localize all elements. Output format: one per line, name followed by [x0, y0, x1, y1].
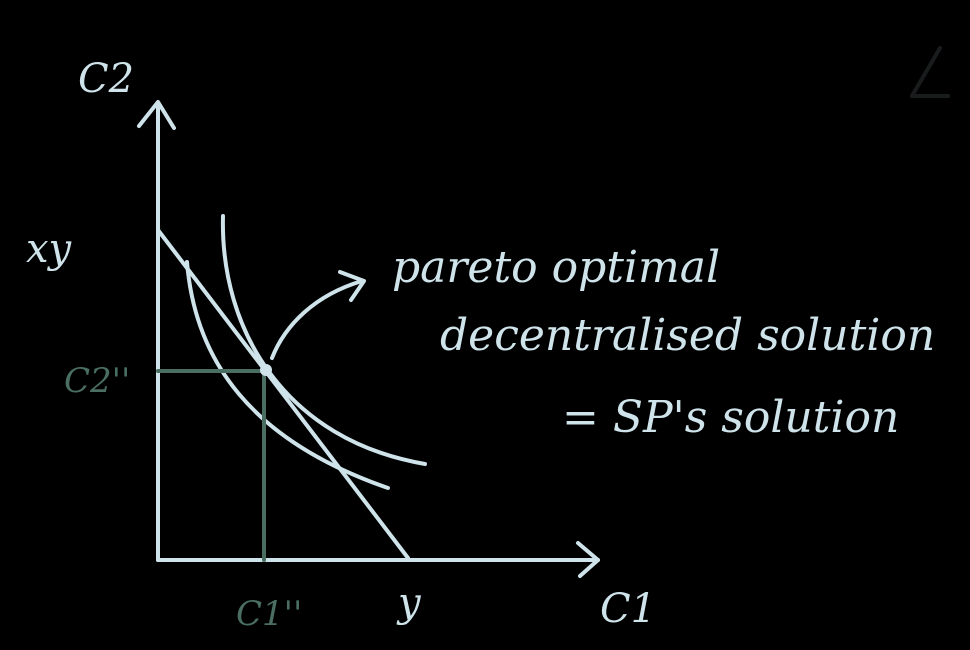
annotation-line-3: = SP's solution: [562, 392, 899, 443]
y-optimum-label: C2'': [64, 361, 130, 401]
x-optimum-label: C1'': [236, 594, 302, 634]
y-intercept-label: xy: [26, 226, 73, 272]
y-axis-arrowhead: [137, 100, 176, 130]
x-axis-label: C1: [600, 586, 656, 632]
x-axis-arrowhead: [576, 541, 600, 578]
optimum-projection: [156, 369, 268, 562]
y-axis-label: C2: [78, 56, 134, 102]
annotation-line-2: decentralised solution: [440, 310, 935, 361]
pencil-mark-icon: [910, 46, 950, 98]
optimum-point: [260, 364, 272, 376]
annotation-arrow: [270, 279, 364, 360]
indifference-curve-lower: [185, 260, 390, 490]
annotation-arrowhead: [338, 270, 366, 302]
budget-line: [156, 228, 410, 560]
axes: [137, 100, 600, 578]
annotation-line-1: pareto optimal: [392, 242, 720, 293]
x-intercept-label: y: [396, 580, 422, 626]
